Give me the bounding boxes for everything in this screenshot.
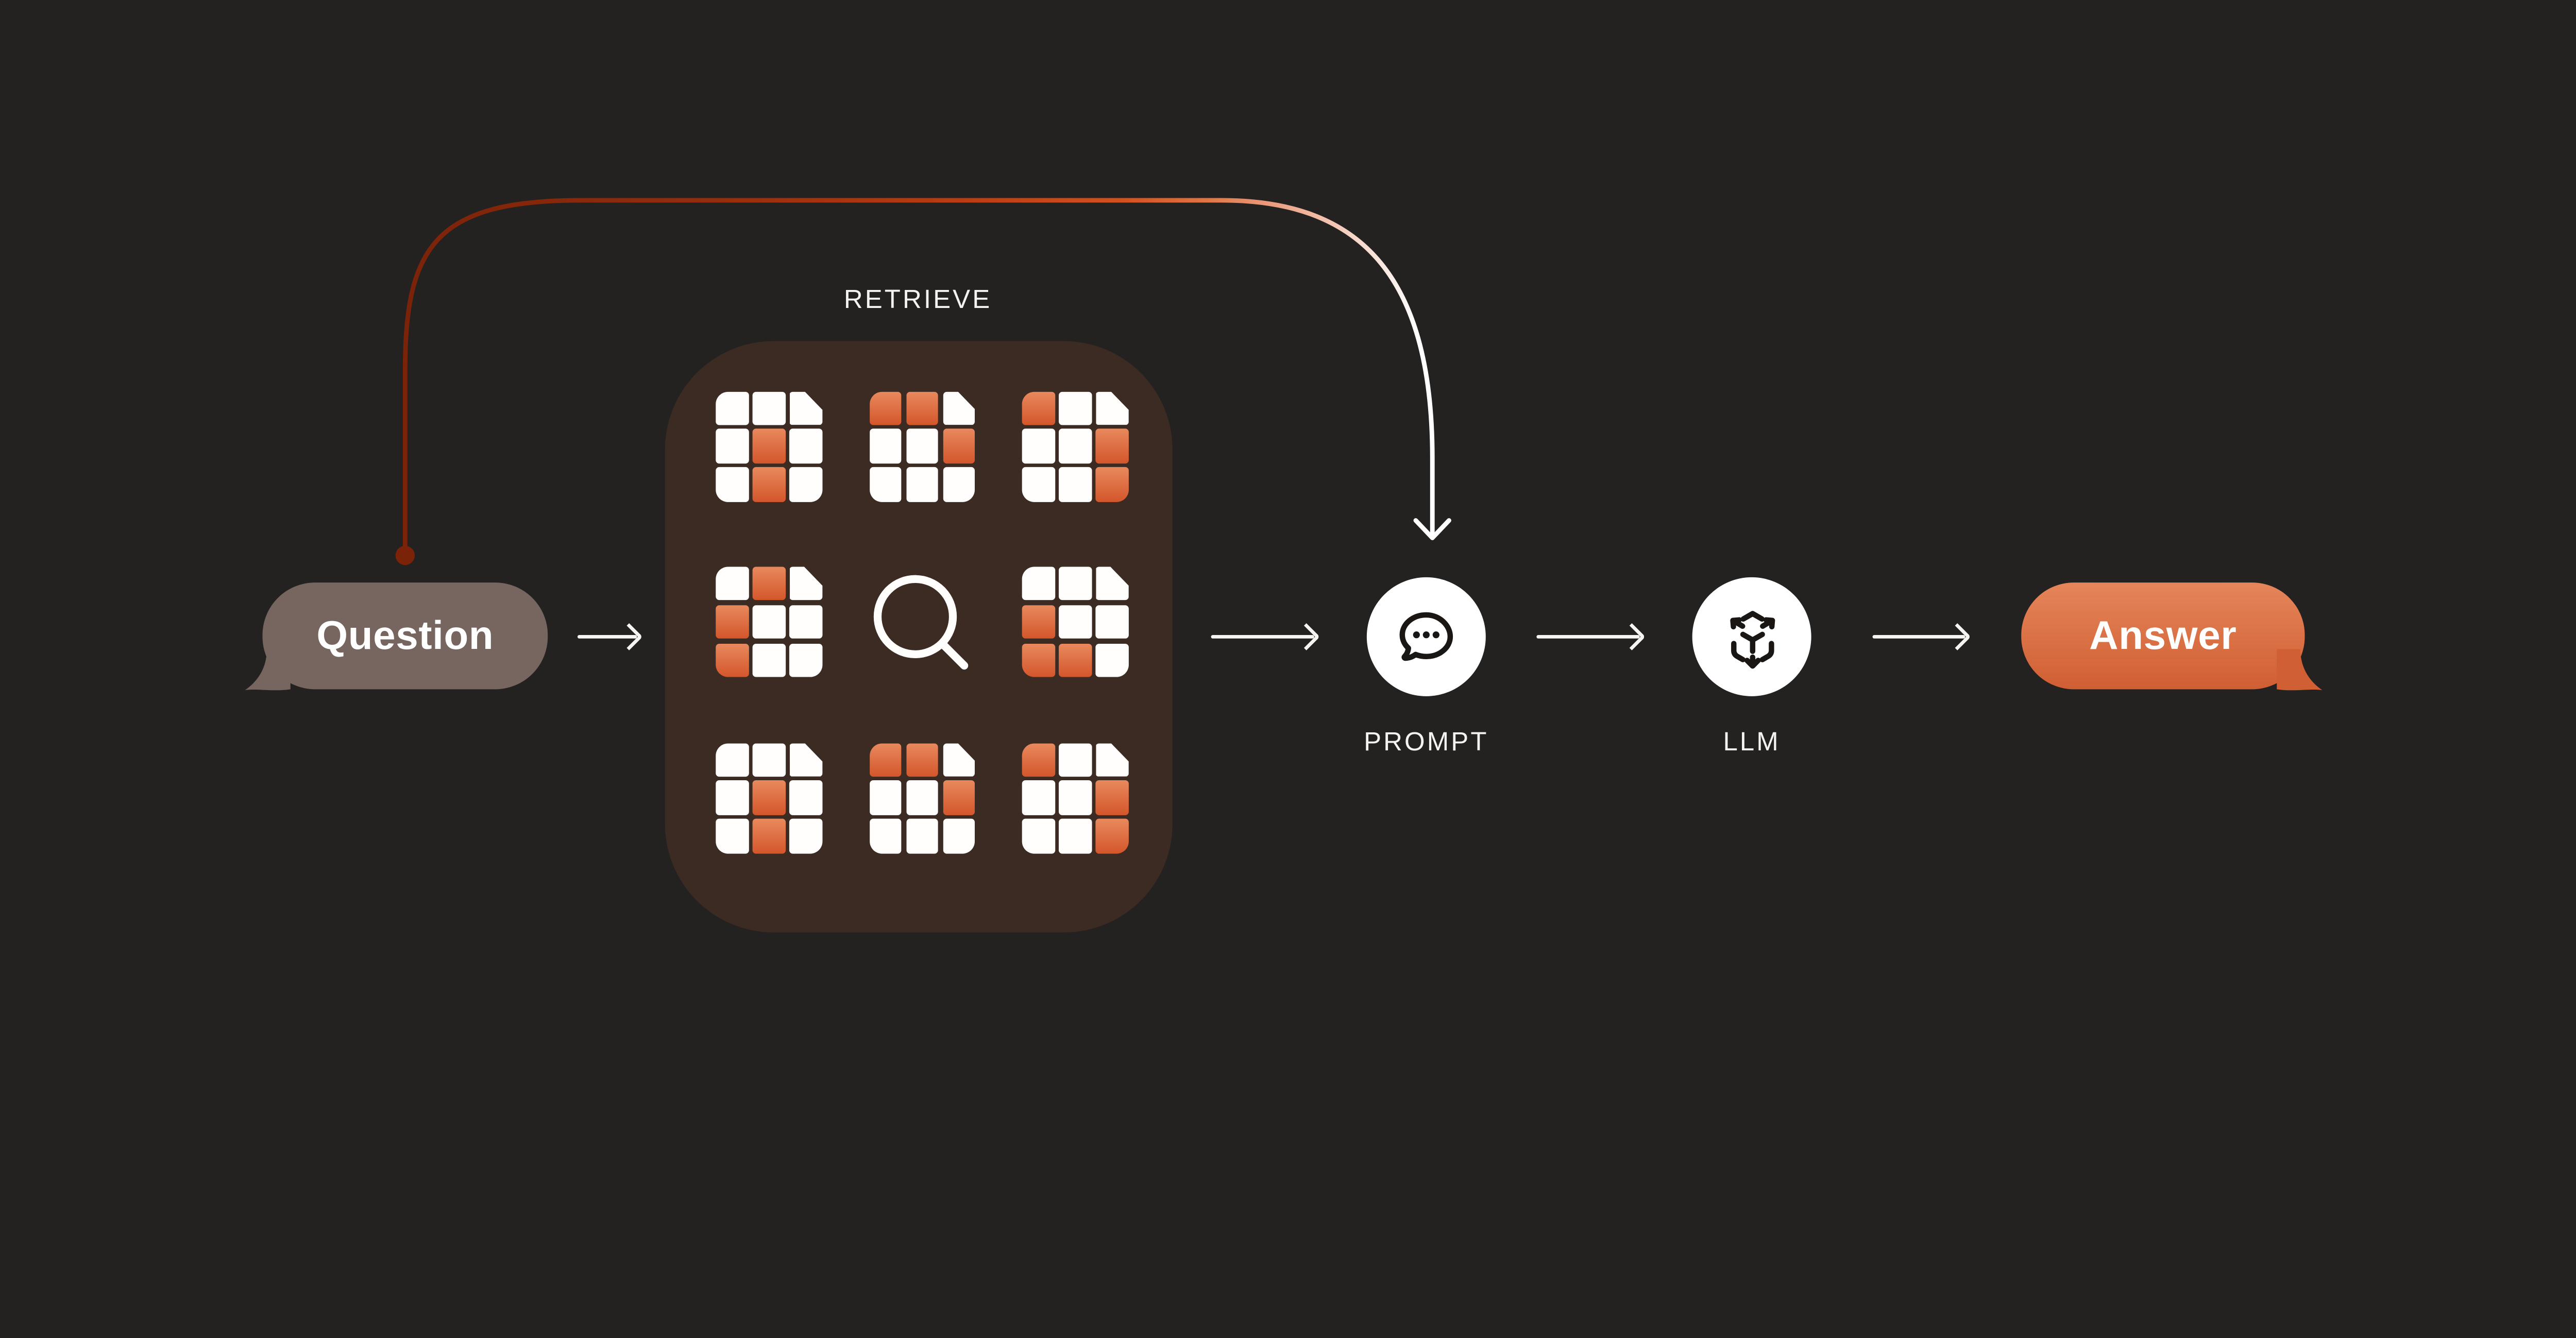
arrow-prompt-to-llm [1536, 634, 1640, 639]
question-node: Question [245, 582, 548, 691]
retrieve-label: RETRIEVE [843, 285, 992, 315]
document-icon [1022, 742, 1129, 853]
document-icon [869, 742, 976, 853]
arrow-question-to-retrieve [577, 634, 637, 639]
document-icon [1022, 391, 1129, 502]
arrow-llm-to-answer [1872, 634, 1965, 639]
bypass-start-dot [395, 545, 415, 565]
bypass-connector [395, 198, 1451, 565]
question-bubble-tail [245, 649, 291, 691]
prompt-label: PROMPT [1364, 728, 1489, 758]
answer-label: Answer [2089, 612, 2237, 658]
document-icon [716, 391, 823, 502]
bypass-arrowhead-icon [1413, 518, 1451, 540]
answer-bubble-tail [2277, 649, 2323, 691]
magnifier-icon [873, 575, 968, 670]
document-icon [1022, 567, 1129, 677]
diagram-stage: Question RETRIEVE PROMPT LLM [0, 0, 2576, 1137]
document-icon [869, 391, 976, 502]
answer-node: Answer [2021, 582, 2323, 691]
question-label: Question [316, 612, 494, 658]
cube-transparent-icon [1729, 610, 1774, 668]
chat-bubble-icon [1399, 612, 1453, 661]
llm-node [1692, 577, 1811, 696]
llm-label: LLM [1723, 728, 1781, 758]
document-icon [716, 742, 823, 853]
prompt-node [1366, 577, 1486, 696]
document-icon [716, 567, 823, 677]
retrieve-panel [664, 341, 1172, 932]
arrow-retrieve-to-prompt [1211, 634, 1314, 639]
